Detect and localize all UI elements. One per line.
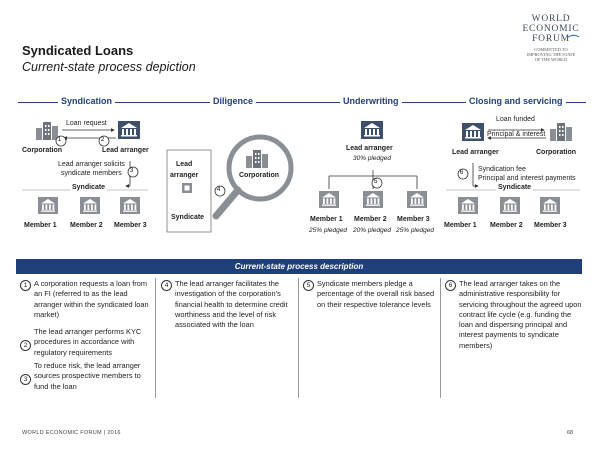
loan-funded-label: Loan funded <box>496 116 535 123</box>
page-number: 68 <box>567 430 574 436</box>
uw-lead-pledge-label: 30% pledged <box>353 155 391 162</box>
desc-step-number-3: 3 <box>20 374 31 385</box>
column-divider <box>440 278 441 398</box>
phase-diligence: Diligence <box>210 96 257 106</box>
phase-rule <box>18 102 586 103</box>
desc-step-5: Syndicate members pledge a percentage of… <box>317 279 435 309</box>
uw-member-3-label: Member 3 <box>397 216 430 223</box>
close-lead-arranger-label: Lead arranger <box>452 149 499 156</box>
phase-syndication: Syndication <box>58 96 116 106</box>
page-subtitle: Current-state process depiction <box>22 60 196 74</box>
phase-underwriting: Underwriting <box>340 96 402 106</box>
phase-closing: Closing and servicing <box>466 96 566 106</box>
close-syndicate-label: Syndicate <box>496 184 534 191</box>
loan-request-label: Loan request <box>66 120 107 127</box>
uw-member-1-label: Member 1 <box>310 216 343 223</box>
uw-member-2-label: Member 2 <box>354 216 387 223</box>
member-1-label: Member 1 <box>24 222 57 229</box>
uw-member-3-pledge: 25% pledged <box>396 227 434 234</box>
desc-step-number-6: 6 <box>445 280 456 291</box>
principal-interest-label: Principal & interest <box>487 131 546 138</box>
column-divider <box>298 278 299 398</box>
syndication-fee-label: Syndication fee <box>478 166 526 173</box>
step-number-4: 4 <box>216 186 221 193</box>
desc-step-number-4: 4 <box>161 280 172 291</box>
page-title: Syndicated Loans <box>22 43 134 58</box>
lead-arranger-label: Lead arranger <box>102 147 149 154</box>
corporation-label: Corporation <box>22 147 63 154</box>
close-member-3-label: Member 3 <box>534 222 567 229</box>
close-member-1-label: Member 1 <box>444 222 477 229</box>
footer-org: WORLD ECONOMIC FORUM | 2016 <box>22 430 121 436</box>
column-divider <box>155 278 156 398</box>
description-heading: Current-state process description <box>16 259 582 274</box>
step-number-1: 1 <box>57 136 62 143</box>
desc-step-number-1: 1 <box>20 280 31 291</box>
uw-member-2-pledge: 20% pledged <box>353 227 391 234</box>
desc-step-number-2: 2 <box>20 340 31 351</box>
member-3-label: Member 3 <box>114 222 147 229</box>
syndicate-members-label: syndicate members <box>61 170 122 177</box>
step-number-6: 6 <box>459 169 464 176</box>
solicits-label: Lead arranger solicits <box>58 161 125 168</box>
diligence-lead-label: Lead <box>176 161 193 168</box>
step-number-2: 2 <box>100 136 105 143</box>
pi-payments-label: Principal and interest payments <box>478 175 576 182</box>
syndicate-label: Syndicate <box>70 184 108 191</box>
logo-arc-icon <box>566 34 580 39</box>
close-corporation-label: Corporation <box>536 149 577 156</box>
uw-lead-arranger-label: Lead arranger <box>346 145 393 152</box>
step-number-3: 3 <box>129 167 134 174</box>
diligence-corporation-label: Corporation <box>239 172 280 179</box>
close-member-2-label: Member 2 <box>490 222 523 229</box>
desc-step-number-5: 5 <box>303 280 314 291</box>
desc-step-3: To reduce risk, the lead arranger source… <box>34 361 141 391</box>
diligence-syndicate-label: Syndicate <box>171 214 205 221</box>
desc-step-6: The lead arranger takes on the administr… <box>459 279 582 350</box>
desc-step-1: A corporation requests a loan from an FI… <box>34 279 149 319</box>
member-2-label: Member 2 <box>70 222 103 229</box>
diligence-arranger-label: arranger <box>170 172 199 179</box>
desc-step-2: The lead arranger performs KYC procedure… <box>34 327 142 357</box>
uw-member-1-pledge: 25% pledged <box>309 227 347 234</box>
step-number-5: 5 <box>373 178 378 185</box>
desc-step-4: The lead arranger facilitates the invest… <box>175 279 288 330</box>
